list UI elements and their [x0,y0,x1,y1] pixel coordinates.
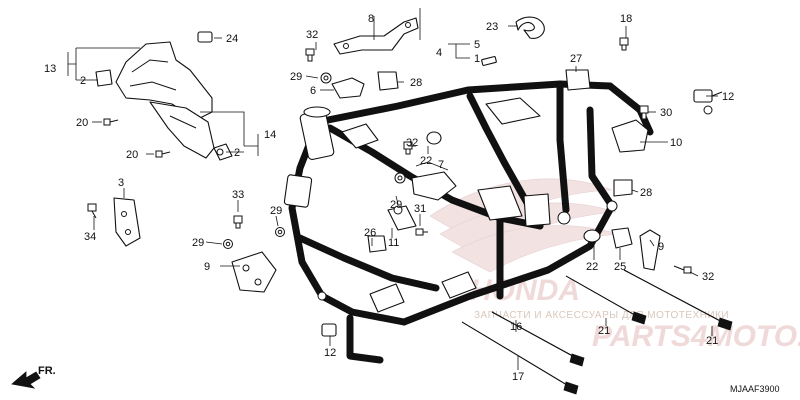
callout-7: 7 [438,159,444,171]
plug-22-lower [583,229,601,243]
callout-14: 12 [722,91,734,103]
cap-26 [367,235,387,253]
callout-34: 34 [84,231,96,243]
watermark: HONDA ЗАПЧАСТИ И АКСЕССУАРЫ ДЛЯ МОТОТЕХН… [429,178,800,353]
bracket-7 [411,171,457,201]
clamp-23 [515,16,545,39]
bracket-8 [333,17,419,55]
bracket-3 [113,197,141,247]
callout-21-right: 21 [706,335,718,347]
clamp-25 [611,227,633,249]
grommet-upper [95,69,113,87]
steering-lock-14 [693,89,723,115]
callout-22-lower: 22 [586,261,598,273]
front-arrow-label: FR. [38,365,56,377]
callout-9: 9 [658,241,664,253]
bracket-10 [231,251,277,293]
callout-10: 9 [204,261,210,273]
callout-19: 18 [620,13,632,25]
callout-29-low: 29 [192,237,204,249]
callout-labels: 13 2 24 20 20 2 14 32 29 6 8 28 4 5 1 23… [44,13,734,383]
bracket-11 [611,119,649,153]
callout-31: 31 [414,203,426,215]
main-frame [283,80,654,364]
plug-22-upper [426,131,442,145]
callout-20-upper: 20 [76,117,88,129]
clip-28-upper [377,71,399,91]
collar-24 [197,31,213,43]
callout-30: 30 [660,107,672,119]
watermark-site: PARTS4MOTO.RU [592,320,800,353]
callout-25: 25 [614,261,626,273]
diagram-code: MJAAF3900 [730,384,780,394]
fasteners [87,37,692,274]
clip-28-lower [613,179,633,197]
leader-lines [67,8,718,370]
callout-29-left: 29 [270,205,282,217]
callout-29-mid: 29 [390,199,402,211]
front-arrow-icon [11,371,41,389]
callout-26: 26 [364,227,376,239]
bracket-9 [639,229,661,271]
front-direction-indicator: FR. [11,365,56,389]
long-bolts [461,269,733,395]
callout-16: 14 [264,129,276,141]
side-cover-assembly [95,41,233,161]
callout-32-top: 32 [306,29,318,41]
callout-29-top: 29 [290,71,302,83]
callout-11: 10 [670,137,682,149]
callout-32-mid: 32 [406,137,418,149]
callout-15: 13 [44,63,56,75]
collar-13 [321,323,337,337]
callout-18: 17 [512,371,524,383]
callout-12: 11 [388,237,399,249]
callout-33: 33 [232,189,244,201]
callout-20-lower: 20 [126,149,138,161]
steering-head-pipe [299,106,335,161]
callout-6: 6 [310,85,316,97]
stay-6 [331,77,365,99]
callout-22-upper: 22 [420,155,432,167]
small-plate-1 [481,56,497,66]
callout-28-upper: 28 [410,77,422,89]
callout-5: 5 [474,39,480,51]
clip-27 [565,69,591,91]
watermark-caption: ЗАПЧАСТИ И АКСЕССУАРЫ ДЛЯ МОТОТЕХНИКИ [474,310,729,321]
callout-21-left: 21 [598,325,610,337]
callout-3: 3 [118,177,124,189]
callout-1: 1 [474,53,480,65]
callout-2-upper: 2 [80,75,86,87]
callout-28-lower: 28 [640,187,652,199]
callout-24: 24 [226,33,238,45]
callout-2-lower: 2 [234,147,240,159]
side-cover-lower [149,101,215,159]
callout-23: 23 [486,21,498,33]
callout-27: 27 [570,53,582,65]
callout-13: 12 [324,347,336,359]
callout-4: 4 [436,47,442,59]
callout-8: 8 [368,13,374,25]
callout-32-right: 32 [702,271,714,283]
callout-17: 16 [510,321,522,333]
